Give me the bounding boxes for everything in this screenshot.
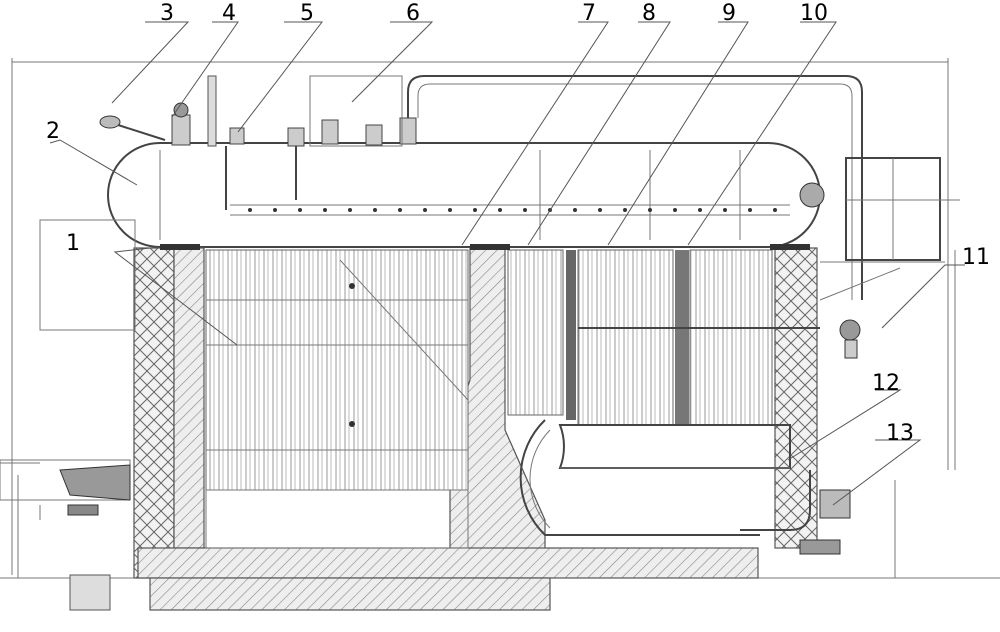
callout-13: 13 [886,421,914,446]
callout-4: 4 [222,1,236,26]
callout-6: 6 [406,1,420,26]
drum-internal-dots [248,208,777,212]
callout-9: 9 [722,1,736,26]
callout-11: 11 [962,245,990,270]
callout-10: 10 [800,1,828,26]
convection-tube-banks [507,249,820,426]
furnace-tube-panel [205,249,469,549]
callout-2: 2 [46,119,60,144]
callout-1: 1 [66,231,80,256]
drum-top-fittings [99,75,417,210]
callout-leaders [49,21,965,506]
callout-5: 5 [300,1,314,26]
callout-labels: 1 2 3 4 5 6 7 8 9 10 11 12 13 [46,1,990,446]
callout-3: 3 [160,1,174,26]
steam-outlet-pipe [407,75,863,300]
callout-8: 8 [642,1,656,26]
right-platform [799,157,960,301]
burner-assembly [0,459,131,611]
drum-bottom-dots [160,244,810,250]
callout-12: 12 [872,371,900,396]
upper-drum [107,142,821,248]
callout-7: 7 [582,1,596,26]
lower-drum [519,419,791,536]
